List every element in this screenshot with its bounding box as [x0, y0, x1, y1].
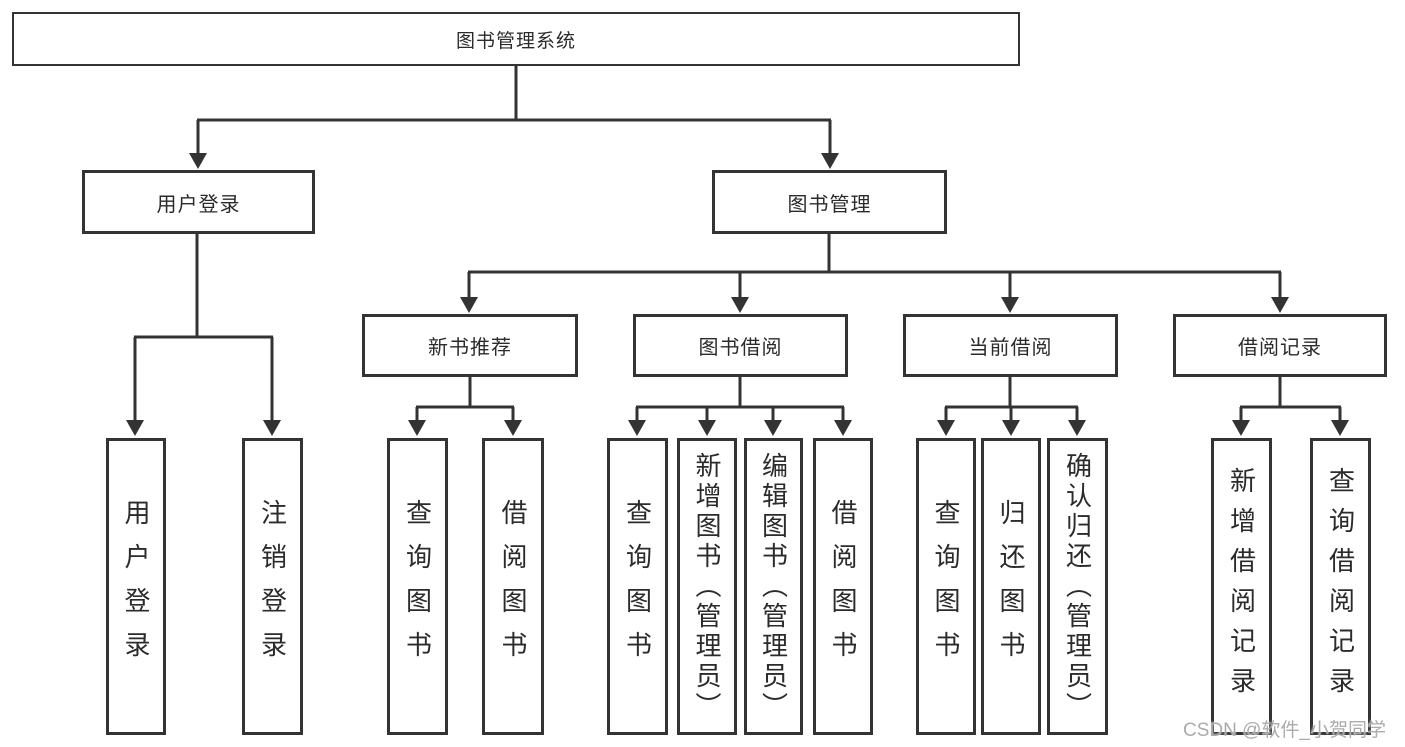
node-label: 注销登录: [257, 498, 288, 675]
node-label: 图书借阅: [698, 337, 783, 359]
node-label: 图书管理: [787, 193, 872, 216]
node-book-borrowing: 图书借阅: [633, 314, 848, 377]
node-label: 借阅记录: [1238, 337, 1322, 359]
node-leaf-add-book-admin: 新增图书（管理员）: [677, 438, 737, 735]
node-label: 当前借阅: [968, 337, 1053, 359]
node-leaf-borrow-books-borrow: 借阅图书: [813, 438, 873, 735]
node-leaf-borrow-books-recommend: 借阅图书: [482, 438, 544, 735]
node-label: 新增图书（管理员）: [692, 451, 722, 722]
node-label: 用户登录: [156, 193, 241, 216]
node-leaf-logout: 注销登录: [242, 438, 303, 735]
node-label: 新书推荐: [428, 337, 512, 359]
node-book-management: 图书管理: [712, 170, 947, 234]
node-label: 借阅图书: [828, 498, 858, 675]
node-new-book-recommend: 新书推荐: [362, 314, 578, 377]
node-borrow-records: 借阅记录: [1173, 314, 1387, 377]
node-label: 借阅图书: [498, 498, 528, 675]
node-label: 归还图书: [996, 498, 1026, 675]
node-leaf-edit-book-admin: 编辑图书（管理员）: [744, 438, 803, 735]
node-leaf-query-books-current: 查询图书: [916, 438, 976, 735]
node-label: 确认归还（管理员）: [1062, 451, 1093, 722]
node-leaf-query-books-recommend: 查询图书: [387, 438, 448, 735]
node-leaf-return-book: 归还图书: [981, 438, 1041, 735]
node-label: 查询图书: [931, 498, 961, 675]
node-leaf-query-books-borrow: 查询图书: [607, 438, 668, 735]
arrowhead-icons: [126, 153, 1349, 436]
node-leaf-confirm-return-admin: 确认归还（管理员）: [1047, 438, 1108, 735]
node-library-system: 图书管理系统: [12, 12, 1020, 66]
csdn-watermark: CSDN @软件_小贺同学: [1183, 720, 1386, 741]
node-label: 编辑图书（管理员）: [758, 451, 789, 722]
node-label: 查询图书: [622, 498, 653, 675]
node-leaf-user-login: 用户登录: [106, 438, 166, 735]
node-leaf-add-borrow-record: 新增借阅记录: [1211, 438, 1272, 735]
node-leaf-query-borrow-record: 查询借阅记录: [1310, 438, 1371, 735]
node-user-login: 用户登录: [82, 170, 315, 234]
node-label: 图书管理系统: [455, 30, 576, 52]
node-label: 用户登录: [121, 498, 151, 675]
node-current-borrowing: 当前借阅: [903, 314, 1118, 377]
node-label: 查询借阅记录: [1325, 466, 1356, 707]
node-label: 新增借阅记录: [1226, 466, 1257, 707]
node-label: 查询图书: [402, 498, 433, 675]
